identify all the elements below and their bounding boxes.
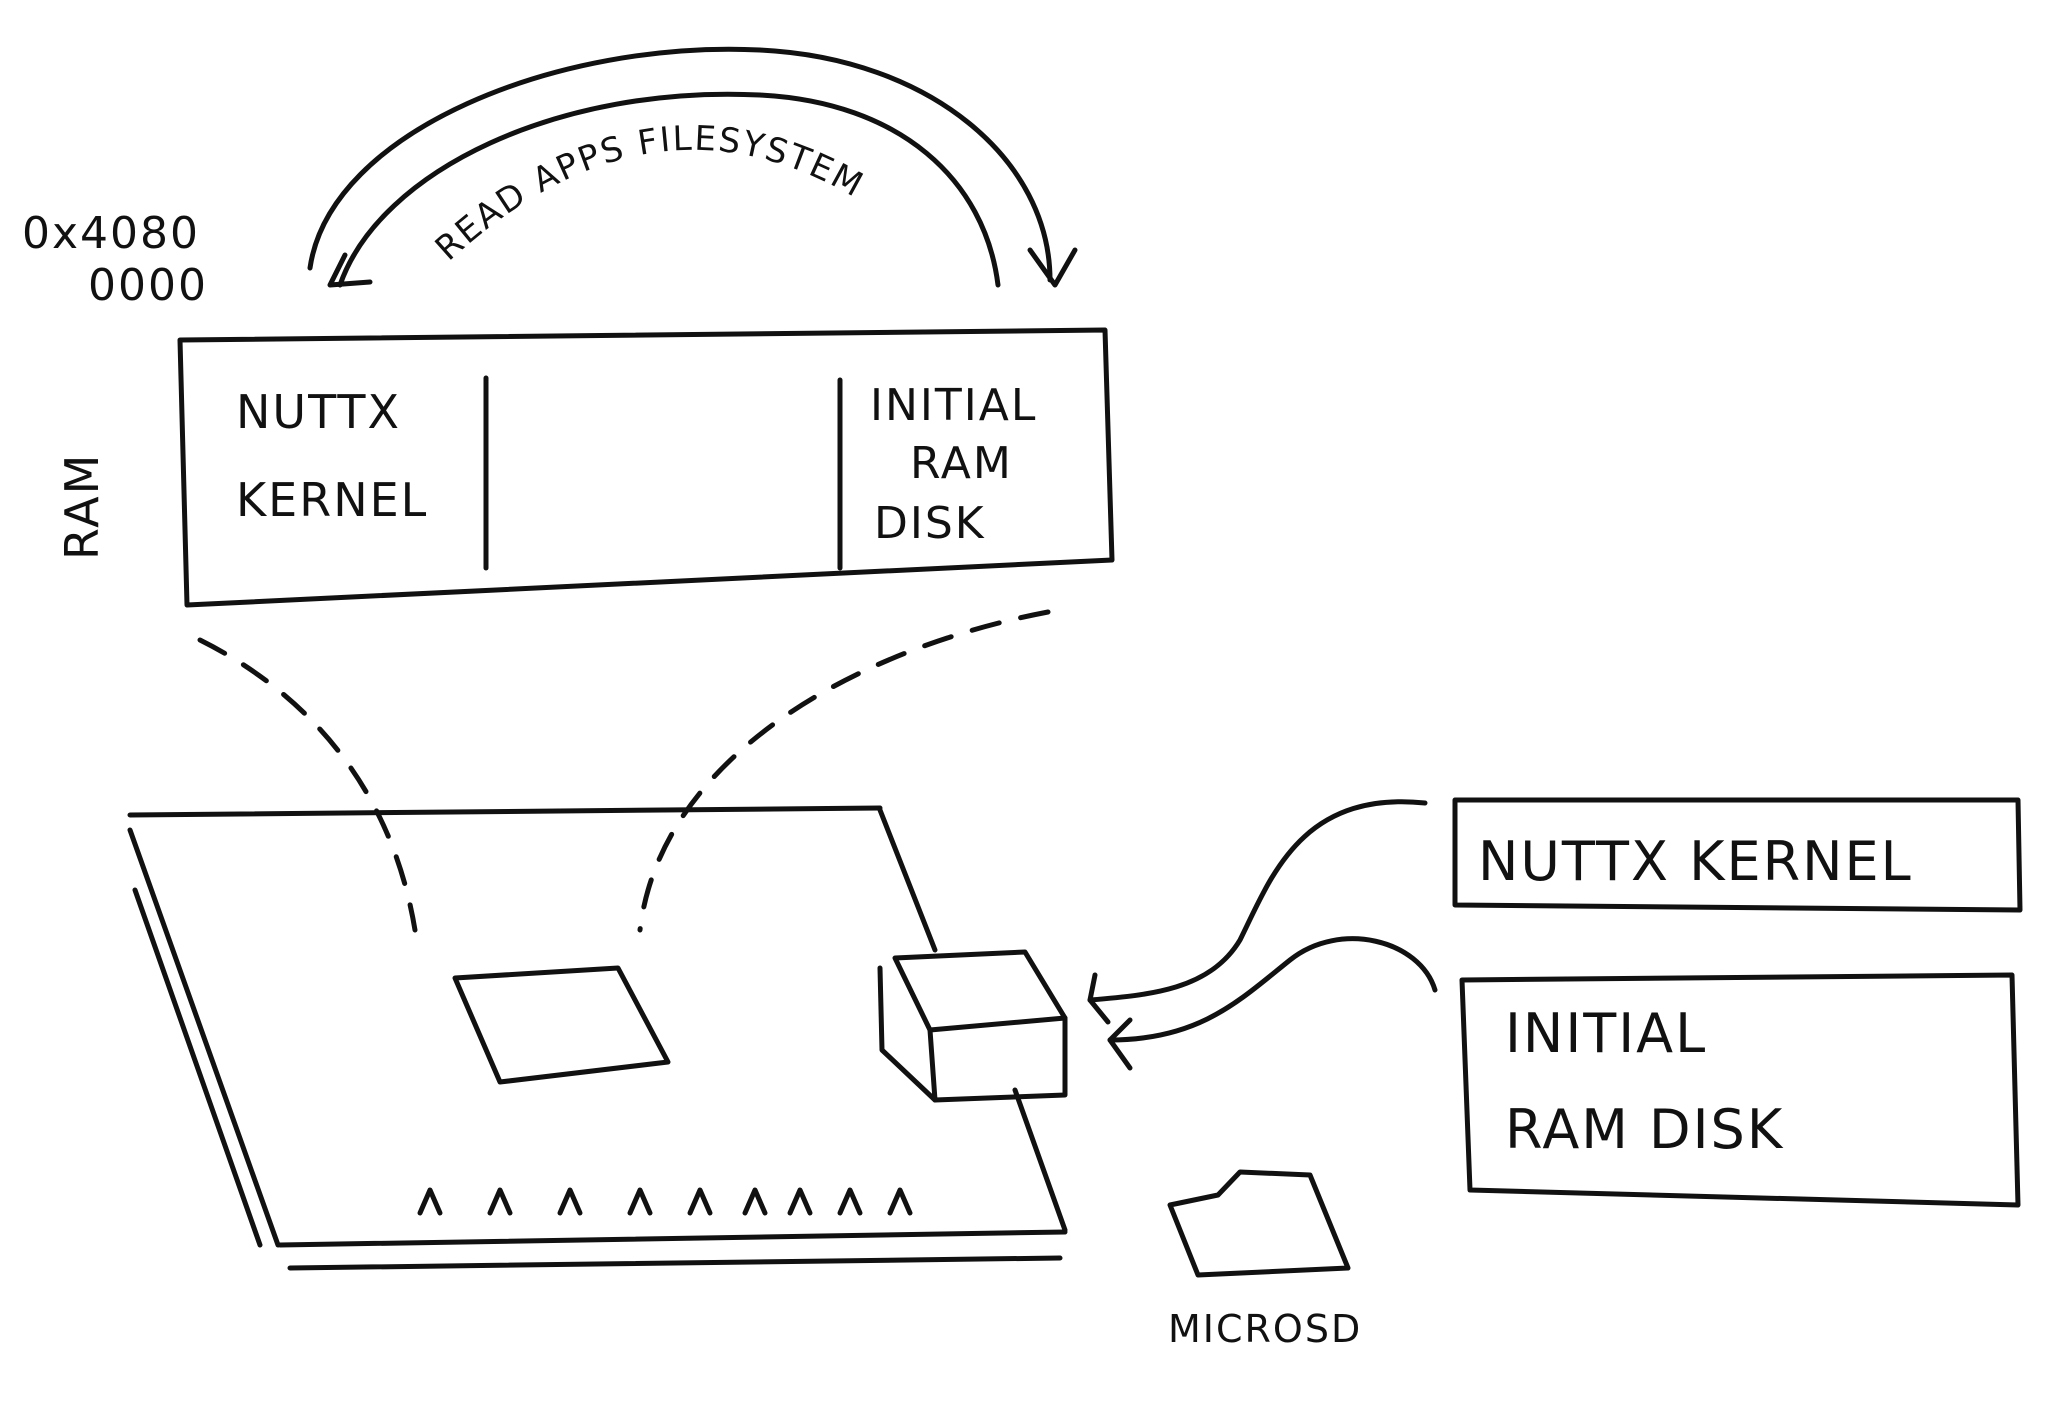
microsd-card: MICROSD xyxy=(1167,1169,1362,1351)
kernel-file-box: NUTTX KERNEL xyxy=(1452,797,2023,913)
gpio-pins xyxy=(417,1187,913,1216)
kernel-file-label: NUTTX KERNEL xyxy=(1478,830,1913,893)
ram-block: RAM NUTTX KERNEL INITIAL RAM DISK xyxy=(55,327,1115,608)
ram-side-label: RAM xyxy=(55,453,109,560)
ram-kernel-line-2: KERNEL xyxy=(236,473,428,527)
initrd-file-box: INITIAL RAM DISK xyxy=(1459,972,2021,1208)
soc-chip xyxy=(452,965,671,1085)
ram-kernel-line-1: NUTTX xyxy=(236,385,401,439)
ram-address-label: 0x4080 0000 xyxy=(22,208,208,311)
board-connector xyxy=(877,949,1068,1103)
ram-initrd-line-2: RAM xyxy=(910,438,1013,489)
svg-text:RAM: RAM xyxy=(55,453,109,560)
initrd-file-line-2: RAM DISK xyxy=(1505,1098,1784,1161)
arrow-head-initrd-icon xyxy=(1107,1017,1133,1071)
file-arrows xyxy=(1087,799,1438,1071)
arrow-head-kernel-icon xyxy=(1087,972,1111,1025)
address-line-1: 0x4080 xyxy=(22,208,200,259)
address-line-2: 0000 xyxy=(88,260,208,311)
ram-initrd-line-3: DISK xyxy=(874,498,986,549)
arrow-head-right-icon xyxy=(1027,247,1078,288)
microsd-label: MICROSD xyxy=(1168,1307,1362,1351)
circuit-board xyxy=(127,805,1068,1271)
sd-card-icon xyxy=(1167,1169,1351,1278)
read-apps-filesystem-arrow: READ APPS FILESYSTEM xyxy=(307,46,1078,288)
initrd-file-line-1: INITIAL xyxy=(1505,1002,1707,1065)
ram-initrd-line-1: INITIAL xyxy=(870,380,1037,431)
arrow-head-left-icon xyxy=(327,252,373,288)
dashed-connectors xyxy=(197,609,1051,933)
